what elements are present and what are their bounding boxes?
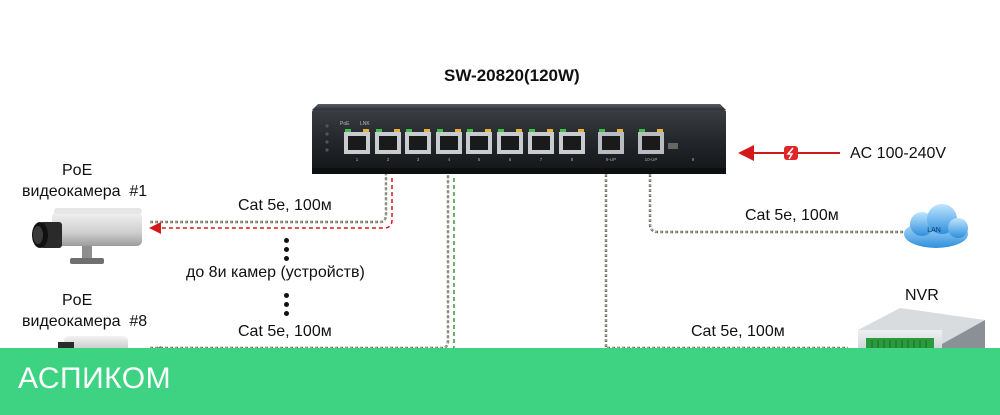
cable-label-cam8: Cat 5e, 100м: [238, 323, 332, 340]
ellipsis-dot-5: [284, 302, 289, 307]
port-number-11: 9: [692, 157, 695, 162]
switch-port-5: [466, 129, 492, 154]
port-number-10: 10-UP: [645, 157, 658, 162]
port-number-4: 4: [448, 157, 451, 162]
led-label-lnk: LNK: [360, 121, 370, 127]
camera-1-subtitle: видеокамера #1: [22, 183, 148, 200]
cable-label-nvr: Cat 5e, 100м: [691, 323, 785, 340]
port-number-2: 2: [387, 157, 390, 162]
switch-port-9: [598, 129, 624, 154]
footer-brand: АСПИКОМ: [18, 362, 172, 395]
footer-band: [0, 348, 1000, 415]
switch-port-7: [528, 129, 554, 154]
camera-8-title: PoE: [62, 292, 93, 309]
cable-nvr: [604, 174, 848, 350]
power-switch: [668, 143, 678, 149]
camera-8-subtitle: видеокамера #8: [22, 313, 148, 330]
led-label-poe: PoE: [340, 121, 350, 127]
lan-cloud-label: LAN: [927, 227, 941, 234]
camera-1-image: [32, 208, 142, 264]
switch-leds: [325, 124, 329, 152]
ellipsis-dot-6: [284, 311, 289, 316]
lan-cloud-icon: [904, 204, 968, 248]
ellipsis-dot-1: [284, 238, 289, 243]
switch-port-8: [559, 129, 585, 154]
switch-ports: [344, 129, 664, 154]
switch-port-3: [405, 129, 431, 154]
middle-note: до 8и камер (устройств): [186, 264, 365, 281]
switch-port-1: [344, 129, 370, 154]
camera-1-title: PoE: [62, 162, 93, 179]
port-number-9: 9-UP: [606, 157, 616, 162]
port-number-5: 5: [478, 157, 481, 162]
port-number-8: 8: [571, 157, 574, 162]
poe-flow-cam1: [149, 178, 393, 234]
ellipsis-dot-2: [284, 247, 289, 252]
port-number-1: 1: [356, 157, 359, 162]
switch-port-10: [638, 129, 664, 154]
power-input-arrow: [738, 145, 840, 161]
switch-port-6: [497, 129, 523, 154]
switch-port-2: [375, 129, 401, 154]
power-label: AC 100-240V: [850, 145, 947, 162]
port-number-3: 3: [417, 157, 420, 162]
port-number-7: 7: [540, 157, 543, 162]
poe-switch: [312, 104, 726, 174]
cable-label-cam1: Cat 5e, 100м: [238, 197, 332, 214]
cable-label-lan: Cat 5e, 100м: [745, 207, 839, 224]
switch-model-title: SW-20820(120W): [444, 66, 580, 85]
nvr-label: NVR: [905, 287, 939, 304]
ellipsis-dot-4: [284, 293, 289, 298]
ellipsis-dot-3: [284, 256, 289, 261]
port-number-6: 6: [509, 157, 512, 162]
poe-flow-cam8: [149, 178, 455, 358]
switch-port-4: [436, 129, 462, 154]
